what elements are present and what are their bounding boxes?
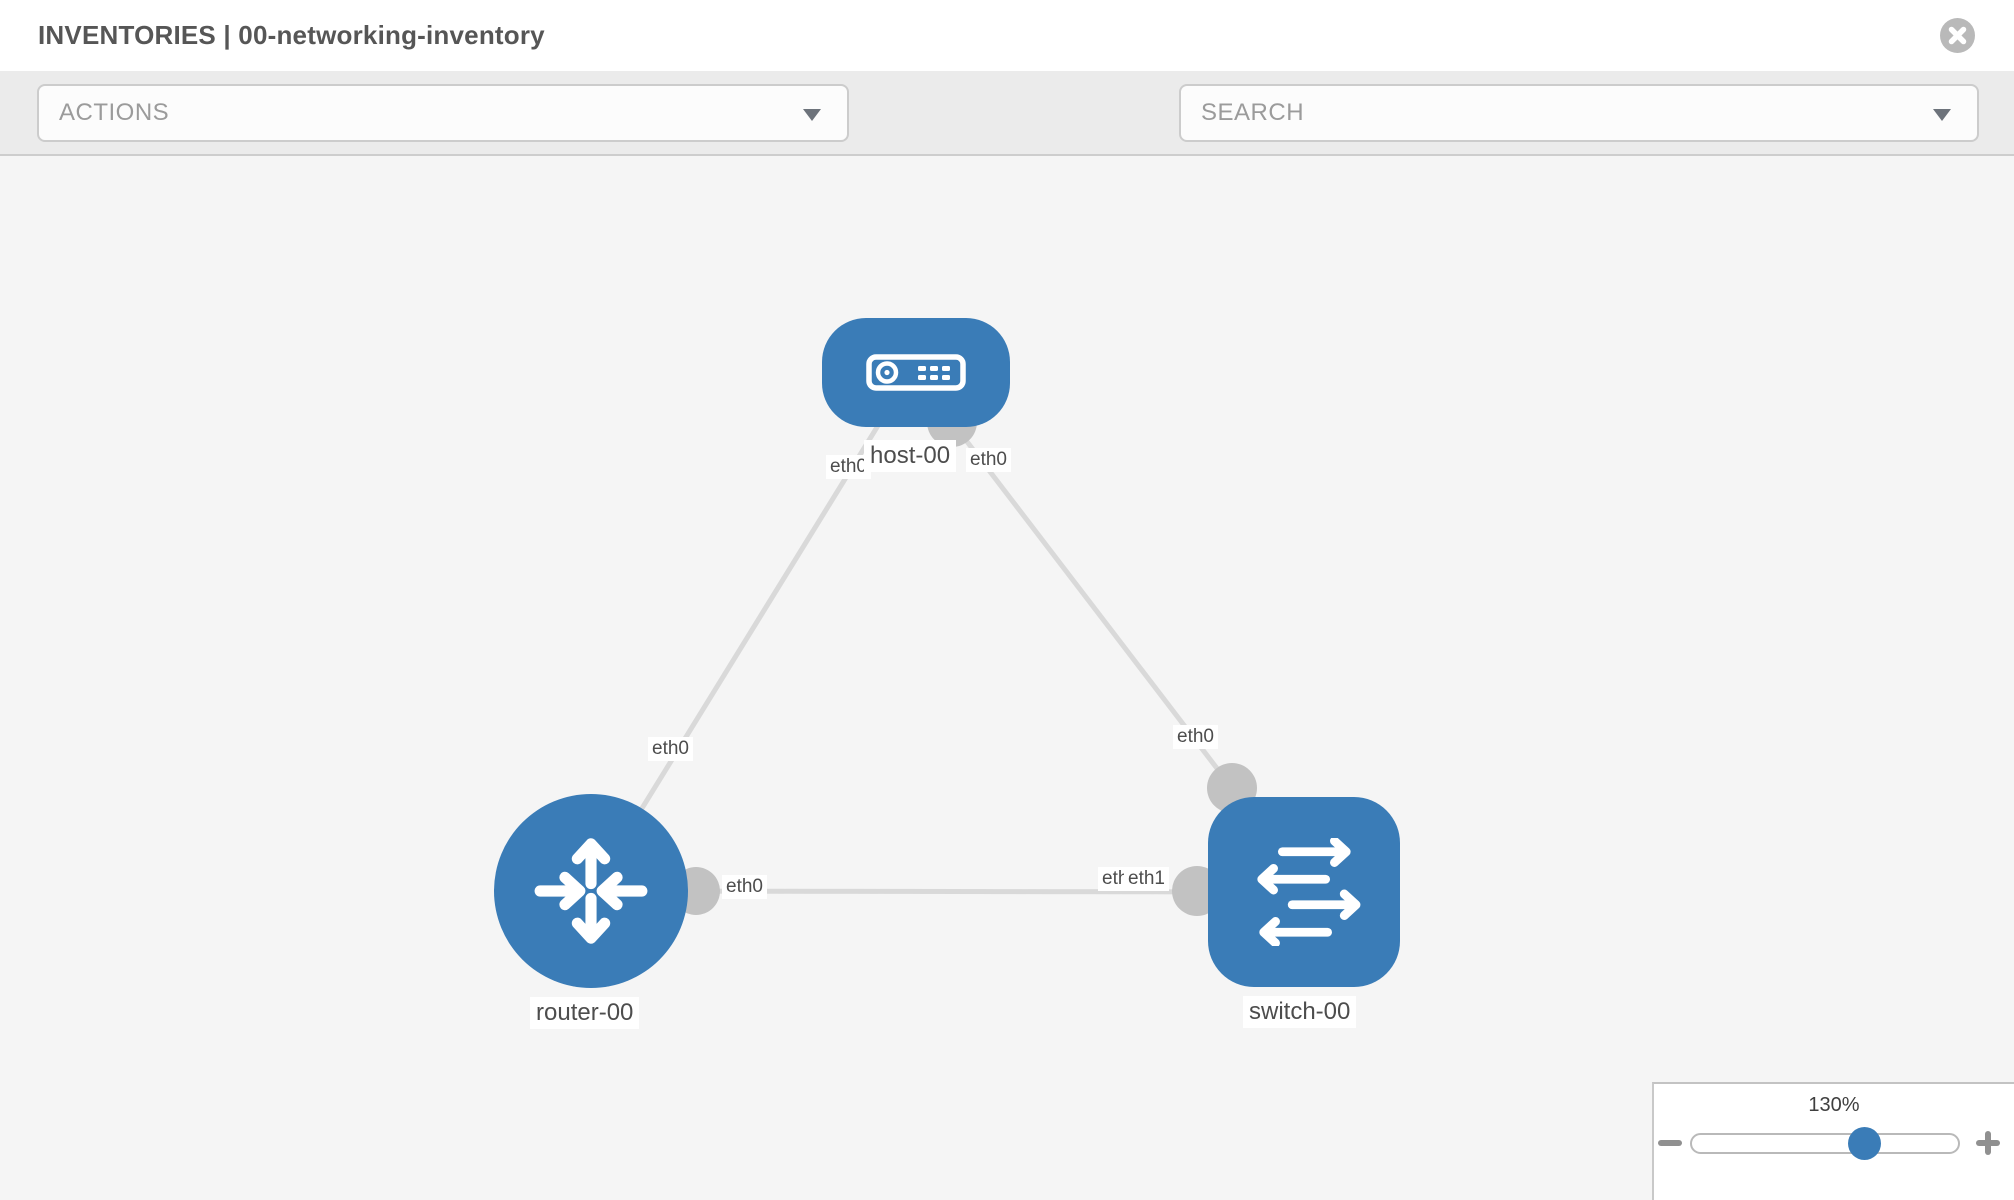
iface-label-router-eth0-top: eth0 — [648, 737, 693, 761]
page-title: INVENTORIES | 00-networking-inventory — [38, 20, 545, 50]
iface-label-switch-eth0-clipped: eth0 — [1098, 867, 1129, 891]
node-label-switch-00: switch-00 — [1243, 996, 1357, 1028]
node-label-host-00: host-00 — [864, 440, 957, 472]
switch-icon — [1257, 838, 1361, 946]
toolbar: ACTIONS SEARCH — [0, 71, 2014, 203]
host-icon — [866, 354, 966, 391]
actions-dropdown-label: ACTIONS — [59, 99, 170, 126]
zoom-in-button[interactable] — [1976, 1131, 2000, 1155]
iface-label-switch-eth1: eth1 — [1124, 867, 1169, 891]
actions-dropdown[interactable]: ACTIONS — [37, 84, 849, 142]
router-icon — [534, 838, 648, 944]
header: INVENTORIES | 00-networking-inventory — [0, 0, 2014, 71]
topology-canvas[interactable]: eth0 eth0 eth0 eth0 eth0 eth0 eth1 host-… — [0, 156, 2014, 1200]
search-dropdown-label: SEARCH — [1201, 99, 1305, 126]
close-button[interactable] — [1940, 18, 1975, 53]
search-dropdown[interactable]: SEARCH — [1179, 84, 1979, 142]
zoom-panel: 130% — [1652, 1082, 2014, 1200]
node-router-00[interactable] — [494, 794, 688, 988]
iface-label-router-eth0-right: eth0 — [722, 875, 767, 899]
iface-label-host-eth0-right: eth0 — [966, 448, 1011, 472]
zoom-out-button[interactable] — [1658, 1140, 1682, 1146]
close-icon — [1948, 26, 1967, 45]
node-label-router-00: router-00 — [530, 997, 640, 1029]
node-switch-00[interactable] — [1208, 797, 1400, 987]
node-host-00[interactable] — [822, 318, 1010, 427]
zoom-level-value: 130% — [1808, 1094, 1860, 1116]
links-layer — [588, 396, 1305, 916]
iface-label-switch-eth0-top: eth0 — [1173, 725, 1218, 749]
chevron-down-icon — [803, 109, 821, 121]
zoom-slider-track[interactable] — [1690, 1127, 1960, 1160]
chevron-down-icon — [1933, 109, 1951, 121]
zoom-slider-thumb[interactable] — [1848, 1127, 1881, 1160]
iface-label-host-eth0-left: eth0 — [826, 455, 871, 479]
